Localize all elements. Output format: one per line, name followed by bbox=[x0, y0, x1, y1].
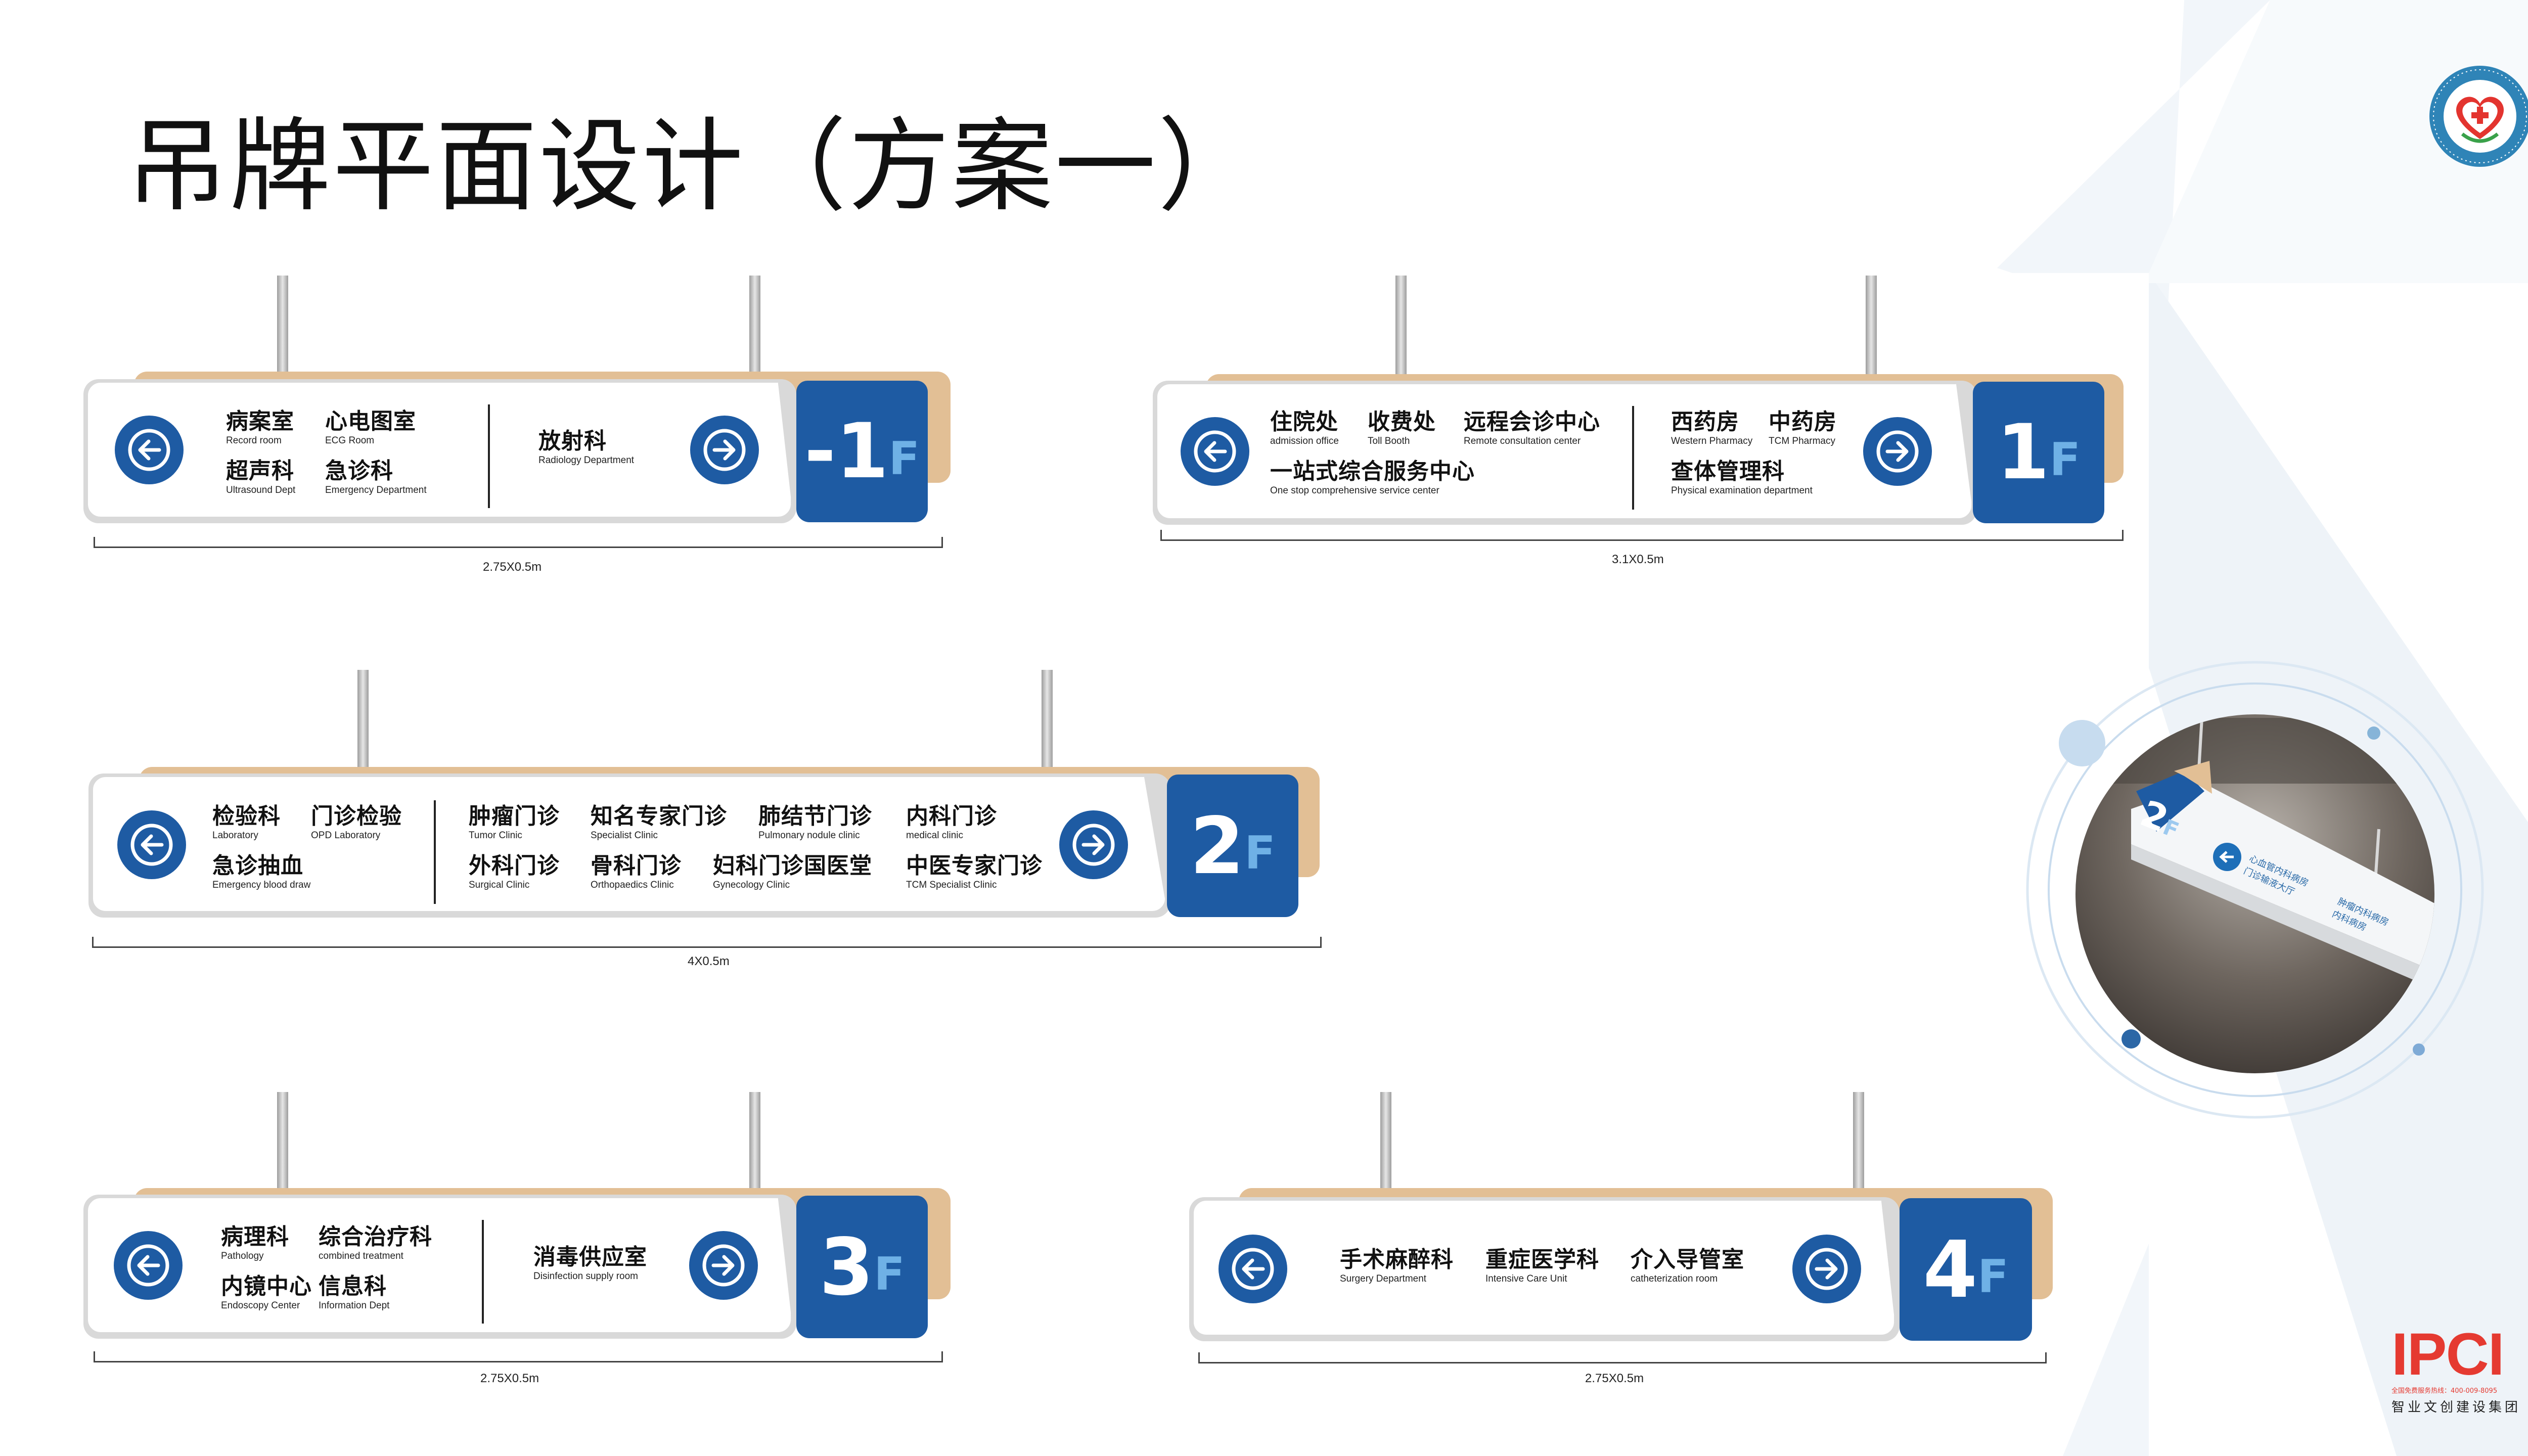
dimension-label: 4X0.5m bbox=[688, 954, 730, 968]
sign-preview-photo: 2F 心血管内科病房 门诊输液大厅 肿瘤内科病房 内科病房 bbox=[2022, 657, 2488, 1122]
sign-face bbox=[1155, 382, 1974, 521]
hanging-rod bbox=[357, 670, 369, 771]
hanging-rod bbox=[277, 1092, 288, 1193]
dimension-line bbox=[94, 537, 943, 548]
hospital-logo bbox=[2427, 63, 2528, 169]
arrow-left-icon bbox=[114, 1231, 183, 1300]
page-title: 吊牌平面设计（方案一） bbox=[126, 108, 1261, 225]
arrow-right-icon bbox=[689, 1231, 758, 1300]
arrow-left-icon bbox=[1181, 417, 1249, 486]
dimension-label: 2.75X0.5m bbox=[1585, 1372, 1644, 1385]
arrow-right-icon bbox=[1792, 1235, 1861, 1303]
arrow-right-icon bbox=[1863, 417, 1932, 486]
hospital-heart-cross-emblem-icon bbox=[2429, 66, 2528, 167]
dimension-line bbox=[1160, 530, 2124, 541]
brand-cn-name: 智业文创建设集团 bbox=[2391, 1400, 2521, 1415]
arrow-left-icon bbox=[117, 810, 186, 879]
brand-tagline: 全国免费服务热线：400-009-8095 bbox=[2391, 1387, 2498, 1395]
arrow-right-icon bbox=[690, 416, 759, 484]
sign-face bbox=[85, 1196, 793, 1335]
hanging-rod bbox=[749, 276, 760, 377]
divider bbox=[482, 1220, 484, 1324]
dimension-label: 2.75X0.5m bbox=[483, 560, 542, 574]
dimension-label: 3.1X0.5m bbox=[1612, 553, 1664, 566]
sign-face bbox=[91, 775, 1167, 914]
hanging-rod bbox=[749, 1092, 760, 1193]
hanging-rod bbox=[1395, 276, 1407, 377]
arrow-left-icon bbox=[115, 416, 184, 484]
hanging-rod bbox=[1866, 276, 1877, 377]
sign-face bbox=[1191, 1198, 1897, 1337]
hanging-rod bbox=[1042, 670, 1053, 771]
hanging-rod bbox=[1853, 1092, 1864, 1193]
sign-face bbox=[85, 380, 793, 519]
divider bbox=[1632, 406, 1634, 510]
dimension-line bbox=[1198, 1352, 2047, 1363]
dimension-line bbox=[92, 937, 1322, 948]
dimension-line bbox=[94, 1351, 943, 1362]
hanging-rod bbox=[277, 276, 288, 377]
brand-name: IPCI bbox=[2391, 1321, 2505, 1388]
preview-decoration bbox=[2026, 661, 2484, 1119]
arrow-left-icon bbox=[1218, 1235, 1287, 1303]
hanging-rod bbox=[1380, 1092, 1391, 1193]
divider bbox=[434, 800, 436, 904]
arrow-right-icon bbox=[1059, 810, 1128, 879]
dimension-label: 2.75X0.5m bbox=[480, 1372, 539, 1385]
divider bbox=[488, 404, 490, 508]
brand-logo: IPCI 全国免费服务热线：400-009-8095 智业文创建设集团 bbox=[2391, 1325, 2521, 1416]
